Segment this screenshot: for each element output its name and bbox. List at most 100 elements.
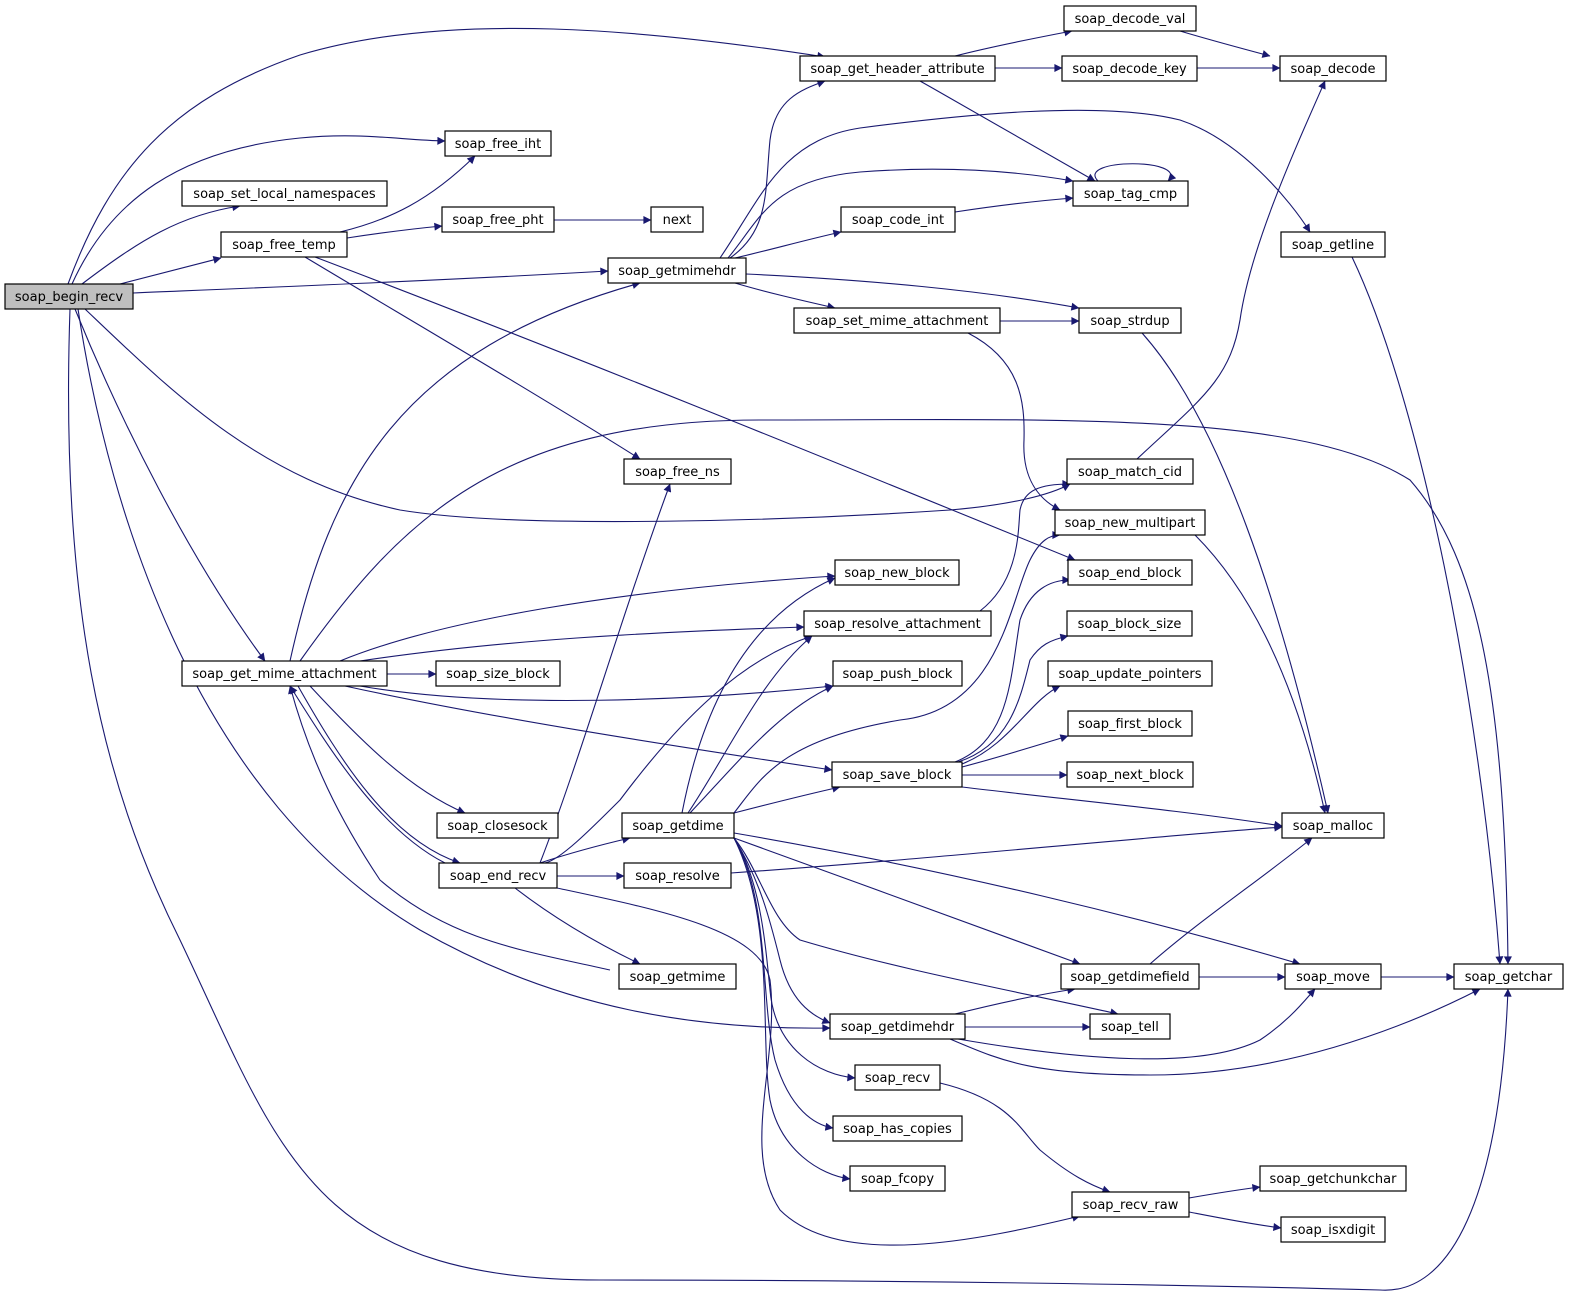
node-box[interactable] [1067,710,1193,737]
node-box[interactable] [1054,509,1206,536]
node-box[interactable] [832,660,963,687]
node-soap-resolve-attachment[interactable]: soap_resolve_attachment [803,610,992,637]
node-soap-getdimehdr[interactable]: soap_getdimehdr [829,1013,966,1040]
node-label: soap_getchunkchar [1270,1172,1398,1187]
node-soap-tell[interactable]: soap_tell [1089,1013,1171,1040]
node-box[interactable] [181,180,388,207]
node-box[interactable] [1089,1013,1171,1040]
node-next[interactable]: next [650,206,704,233]
node-box[interactable] [1280,1216,1386,1243]
node-box[interactable] [1078,307,1182,334]
node-box[interactable] [618,963,737,990]
node-soap-recv[interactable]: soap_recv [854,1064,941,1091]
node-box[interactable] [436,812,559,839]
node-soap-set-mime-attachment[interactable]: soap_set_mime_attachment [793,307,1001,334]
node-box[interactable] [831,761,963,788]
node-soap-free-ns[interactable]: soap_free_ns [623,458,732,485]
node-box[interactable] [1047,660,1213,687]
node-box[interactable] [650,206,704,233]
node-box[interactable] [441,206,555,233]
node-soap-match-cid[interactable]: soap_match_cid [1066,458,1194,485]
node-box[interactable] [1066,458,1194,485]
node-soap-strdup[interactable]: soap_strdup [1078,307,1182,334]
node-soap-decode-val[interactable]: soap_decode_val [1063,5,1197,32]
node-soap-end-block[interactable]: soap_end_block [1067,559,1193,586]
node-box[interactable] [834,559,960,586]
node-soap-recv-raw[interactable]: soap_recv_raw [1071,1191,1190,1218]
node-box[interactable] [1279,55,1387,82]
node-soap-begin-recv[interactable]: soap_begin_recv [4,283,134,310]
node-soap-getdimefield[interactable]: soap_getdimefield [1060,963,1200,990]
node-box[interactable] [1071,1191,1190,1218]
node-box[interactable] [849,1165,946,1192]
node-box[interactable] [840,206,956,233]
edge-line [733,531,1061,814]
node-box[interactable] [1061,55,1198,82]
node-box[interactable] [435,660,561,687]
edge-line [67,27,826,285]
node-box[interactable] [803,610,992,637]
node-soap-getmimehdr[interactable]: soap_getmimehdr [607,257,747,284]
node-soap-has-copies[interactable]: soap_has_copies [832,1115,963,1142]
node-box[interactable] [1066,761,1194,788]
edge-soap_get_mime_attachment-to-soap_getmimehdr [289,281,641,662]
node-box[interactable] [607,257,747,284]
node-label: soap_getchar [1465,970,1553,985]
node-soap-getdime[interactable]: soap_getdime [621,812,735,839]
node-soap-update-pointers[interactable]: soap_update_pointers [1047,660,1213,687]
node-soap-set-local-namespaces[interactable]: soap_set_local_namespaces [181,180,388,207]
node-soap-end-recv[interactable]: soap_end_recv [438,862,558,889]
node-soap-isxdigit[interactable]: soap_isxdigit [1280,1216,1386,1243]
node-box[interactable] [1453,963,1564,990]
node-soap-get-mime-attachment[interactable]: soap_get_mime_attachment [181,660,388,687]
node-soap-closesock[interactable]: soap_closesock [436,812,559,839]
node-box[interactable] [1072,180,1189,207]
node-box[interactable] [854,1064,941,1091]
node-soap-move[interactable]: soap_move [1284,963,1382,990]
node-soap-block-size[interactable]: soap_block_size [1066,610,1193,637]
node-box[interactable] [793,307,1001,334]
node-soap-first-block[interactable]: soap_first_block [1067,710,1193,737]
node-box[interactable] [799,55,996,82]
node-soap-get-header-attribute[interactable]: soap_get_header_attribute [799,55,996,82]
node-box[interactable] [623,458,732,485]
node-box[interactable] [829,1013,966,1040]
node-box[interactable] [1066,610,1193,637]
node-label: soap_first_block [1078,717,1182,732]
node-box[interactable] [1063,5,1197,32]
node-box[interactable] [4,283,134,310]
node-soap-code-int[interactable]: soap_code_int [840,206,956,233]
node-box[interactable] [181,660,388,687]
node-box[interactable] [621,812,735,839]
node-soap-next-block[interactable]: soap_next_block [1066,761,1194,788]
node-soap-getchunkchar[interactable]: soap_getchunkchar [1259,1165,1407,1192]
node-box[interactable] [444,130,552,157]
node-box[interactable] [1067,559,1193,586]
node-soap-free-pht[interactable]: soap_free_pht [441,206,555,233]
node-soap-new-block[interactable]: soap_new_block [834,559,960,586]
node-soap-fcopy[interactable]: soap_fcopy [849,1165,946,1192]
node-box[interactable] [1060,963,1200,990]
node-box[interactable] [220,231,348,258]
node-box[interactable] [1281,812,1385,839]
node-soap-new-multipart[interactable]: soap_new_multipart [1054,509,1206,536]
node-box[interactable] [623,862,732,889]
node-soap-push-block[interactable]: soap_push_block [832,660,963,687]
node-soap-size-block[interactable]: soap_size_block [435,660,561,687]
node-box[interactable] [1280,231,1386,258]
node-soap-free-iht[interactable]: soap_free_iht [444,130,552,157]
node-box[interactable] [438,862,558,889]
node-soap-resolve[interactable]: soap_resolve [623,862,732,889]
node-soap-tag-cmp[interactable]: soap_tag_cmp [1072,180,1189,207]
node-box[interactable] [1284,963,1382,990]
node-box[interactable] [832,1115,963,1142]
node-box[interactable] [1259,1165,1407,1192]
node-soap-decode-key[interactable]: soap_decode_key [1061,55,1198,82]
node-soap-free-temp[interactable]: soap_free_temp [220,231,348,258]
node-soap-save-block[interactable]: soap_save_block [831,761,963,788]
node-soap-getline[interactable]: soap_getline [1280,231,1386,258]
node-soap-decode[interactable]: soap_decode [1279,55,1387,82]
node-soap-malloc[interactable]: soap_malloc [1281,812,1385,839]
node-soap-getchar[interactable]: soap_getchar [1453,963,1564,990]
node-soap-getmime[interactable]: soap_getmime [618,963,737,990]
